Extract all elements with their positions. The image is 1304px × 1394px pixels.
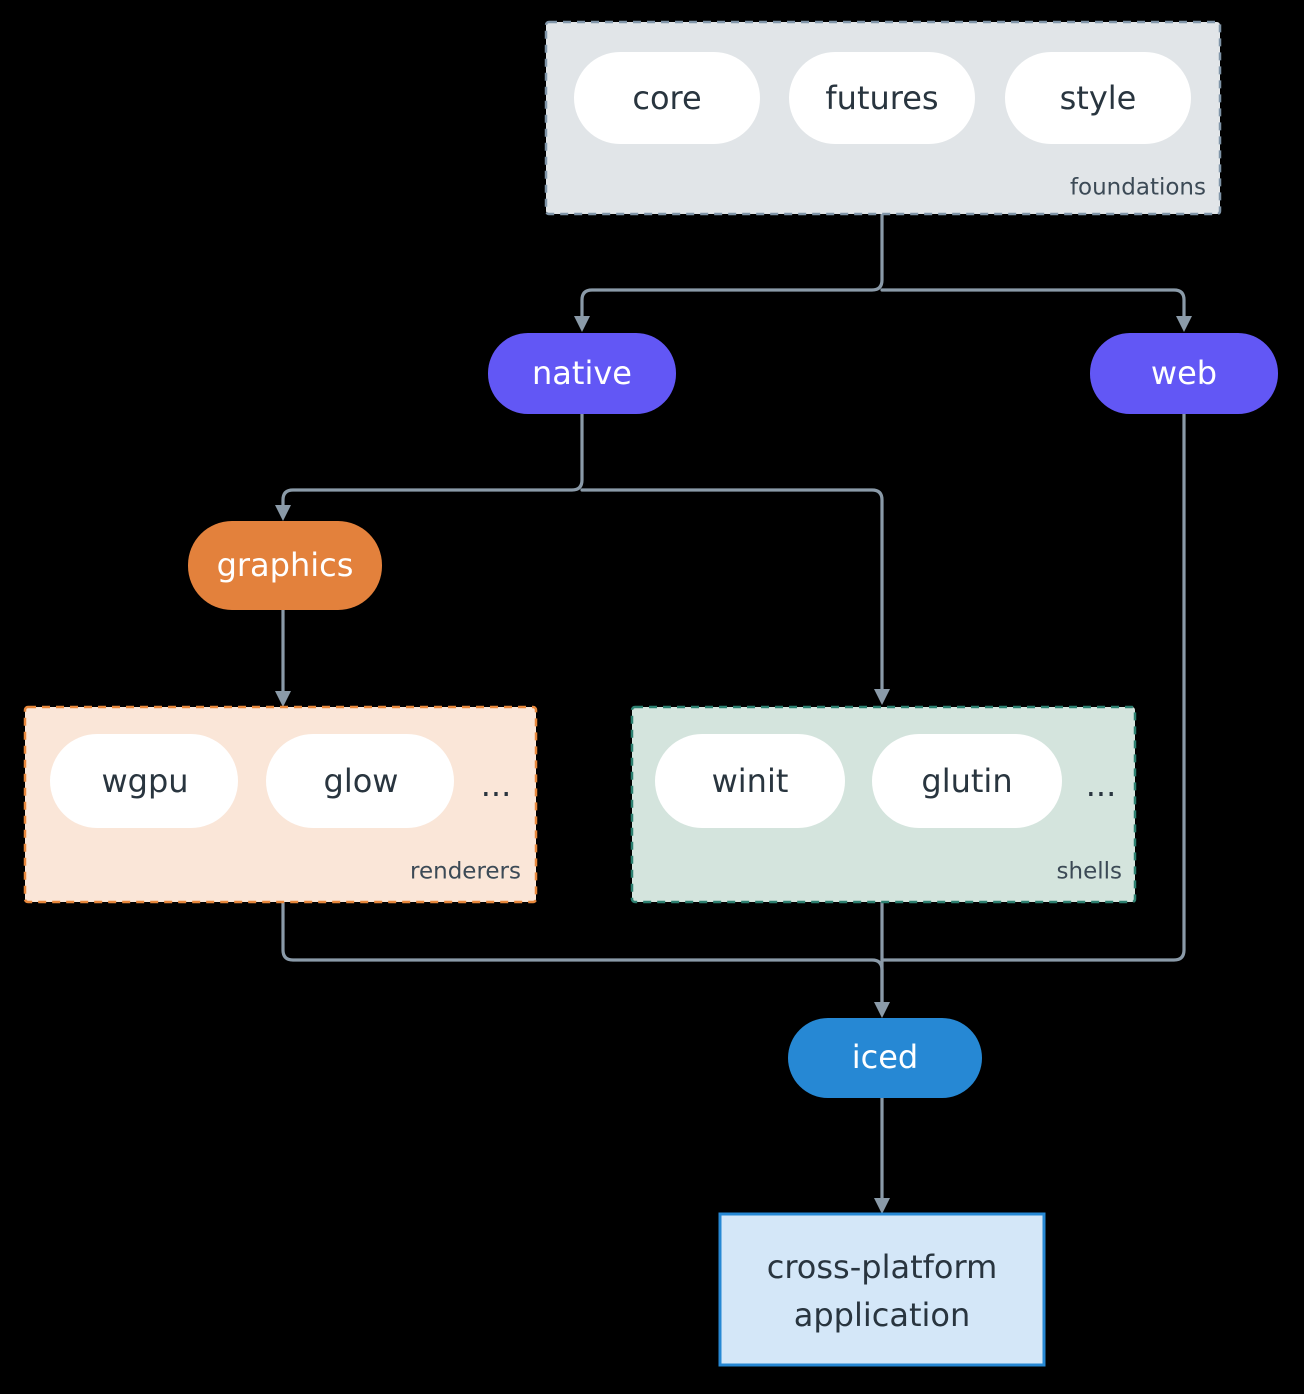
renderers-overflow-ellipsis: ... (481, 766, 512, 804)
pill-wgpu-shape (50, 734, 238, 828)
pill-futures[interactable]: futures (789, 52, 975, 144)
edge-layer (275, 213, 1192, 1214)
pill-glutin-shape (872, 734, 1062, 828)
arrow-head-renderers (275, 691, 291, 707)
arrow-head-graphics (275, 505, 291, 521)
group-foundations-caption: foundations (1070, 175, 1206, 201)
edge-foundations-to-web (880, 288, 1186, 320)
group-renderers-caption: renderers (410, 859, 521, 885)
node-application-label-line1: cross-platform (767, 1248, 997, 1286)
pill-core[interactable]: core (574, 52, 760, 144)
pill-core-shape (574, 52, 760, 144)
node-graphics-label: graphics (217, 546, 354, 584)
pill-core-label: core (632, 79, 701, 117)
node-web-shape (1090, 333, 1278, 414)
edge-renderers-to-iced (281, 900, 884, 1004)
pill-glutin-label: glutin (921, 762, 1012, 800)
node-application-shape (718, 1212, 1046, 1367)
edge-foundations-split (580, 213, 884, 320)
group-renderers[interactable]: wgpu glow ... renderers (23, 705, 538, 904)
group-shells-caption: shells (1057, 859, 1122, 885)
node-native[interactable]: native (488, 333, 676, 414)
arrow-head-native (574, 316, 590, 332)
arrow-head-application (874, 1198, 890, 1214)
arrow-head-iced (874, 1002, 890, 1018)
node-graphics[interactable]: graphics (188, 521, 382, 610)
pill-style-label: style (1060, 79, 1137, 117)
pill-glow-shape (266, 734, 454, 828)
node-iced-label: iced (852, 1038, 918, 1076)
edge-native-split (281, 412, 584, 510)
node-graphics-shape (188, 521, 382, 610)
pill-glutin[interactable]: glutin (872, 734, 1062, 828)
pill-style-shape (1005, 52, 1191, 144)
pill-winit-shape (655, 734, 845, 828)
pill-glow-label: glow (324, 762, 399, 800)
node-web[interactable]: web (1090, 333, 1278, 414)
node-web-label: web (1151, 354, 1217, 392)
pill-futures-label: futures (825, 79, 938, 117)
node-iced-shape (788, 1018, 982, 1098)
pill-wgpu-label: wgpu (101, 762, 188, 800)
arrow-head-shells (874, 689, 890, 705)
pill-wgpu[interactable]: wgpu (50, 734, 238, 828)
group-foundations[interactable]: core futures style foundations (544, 20, 1222, 216)
node-application-label-line2: application (794, 1296, 971, 1334)
pill-glow[interactable]: glow (266, 734, 454, 828)
pill-winit-label: winit (712, 762, 789, 800)
pill-winit[interactable]: winit (655, 734, 845, 828)
pill-futures-shape (789, 52, 975, 144)
group-shells[interactable]: winit glutin ... shells (630, 705, 1137, 904)
arrow-head-web (1176, 316, 1192, 332)
edge-native-to-shells (580, 488, 884, 692)
pill-style[interactable]: style (1005, 52, 1191, 144)
edge-web-to-iced (880, 412, 1186, 962)
shells-overflow-ellipsis: ... (1086, 766, 1117, 804)
node-native-shape (488, 333, 676, 414)
node-iced[interactable]: iced (788, 1018, 982, 1098)
node-native-label: native (532, 354, 632, 392)
node-application[interactable]: cross-platform application (718, 1212, 1046, 1367)
